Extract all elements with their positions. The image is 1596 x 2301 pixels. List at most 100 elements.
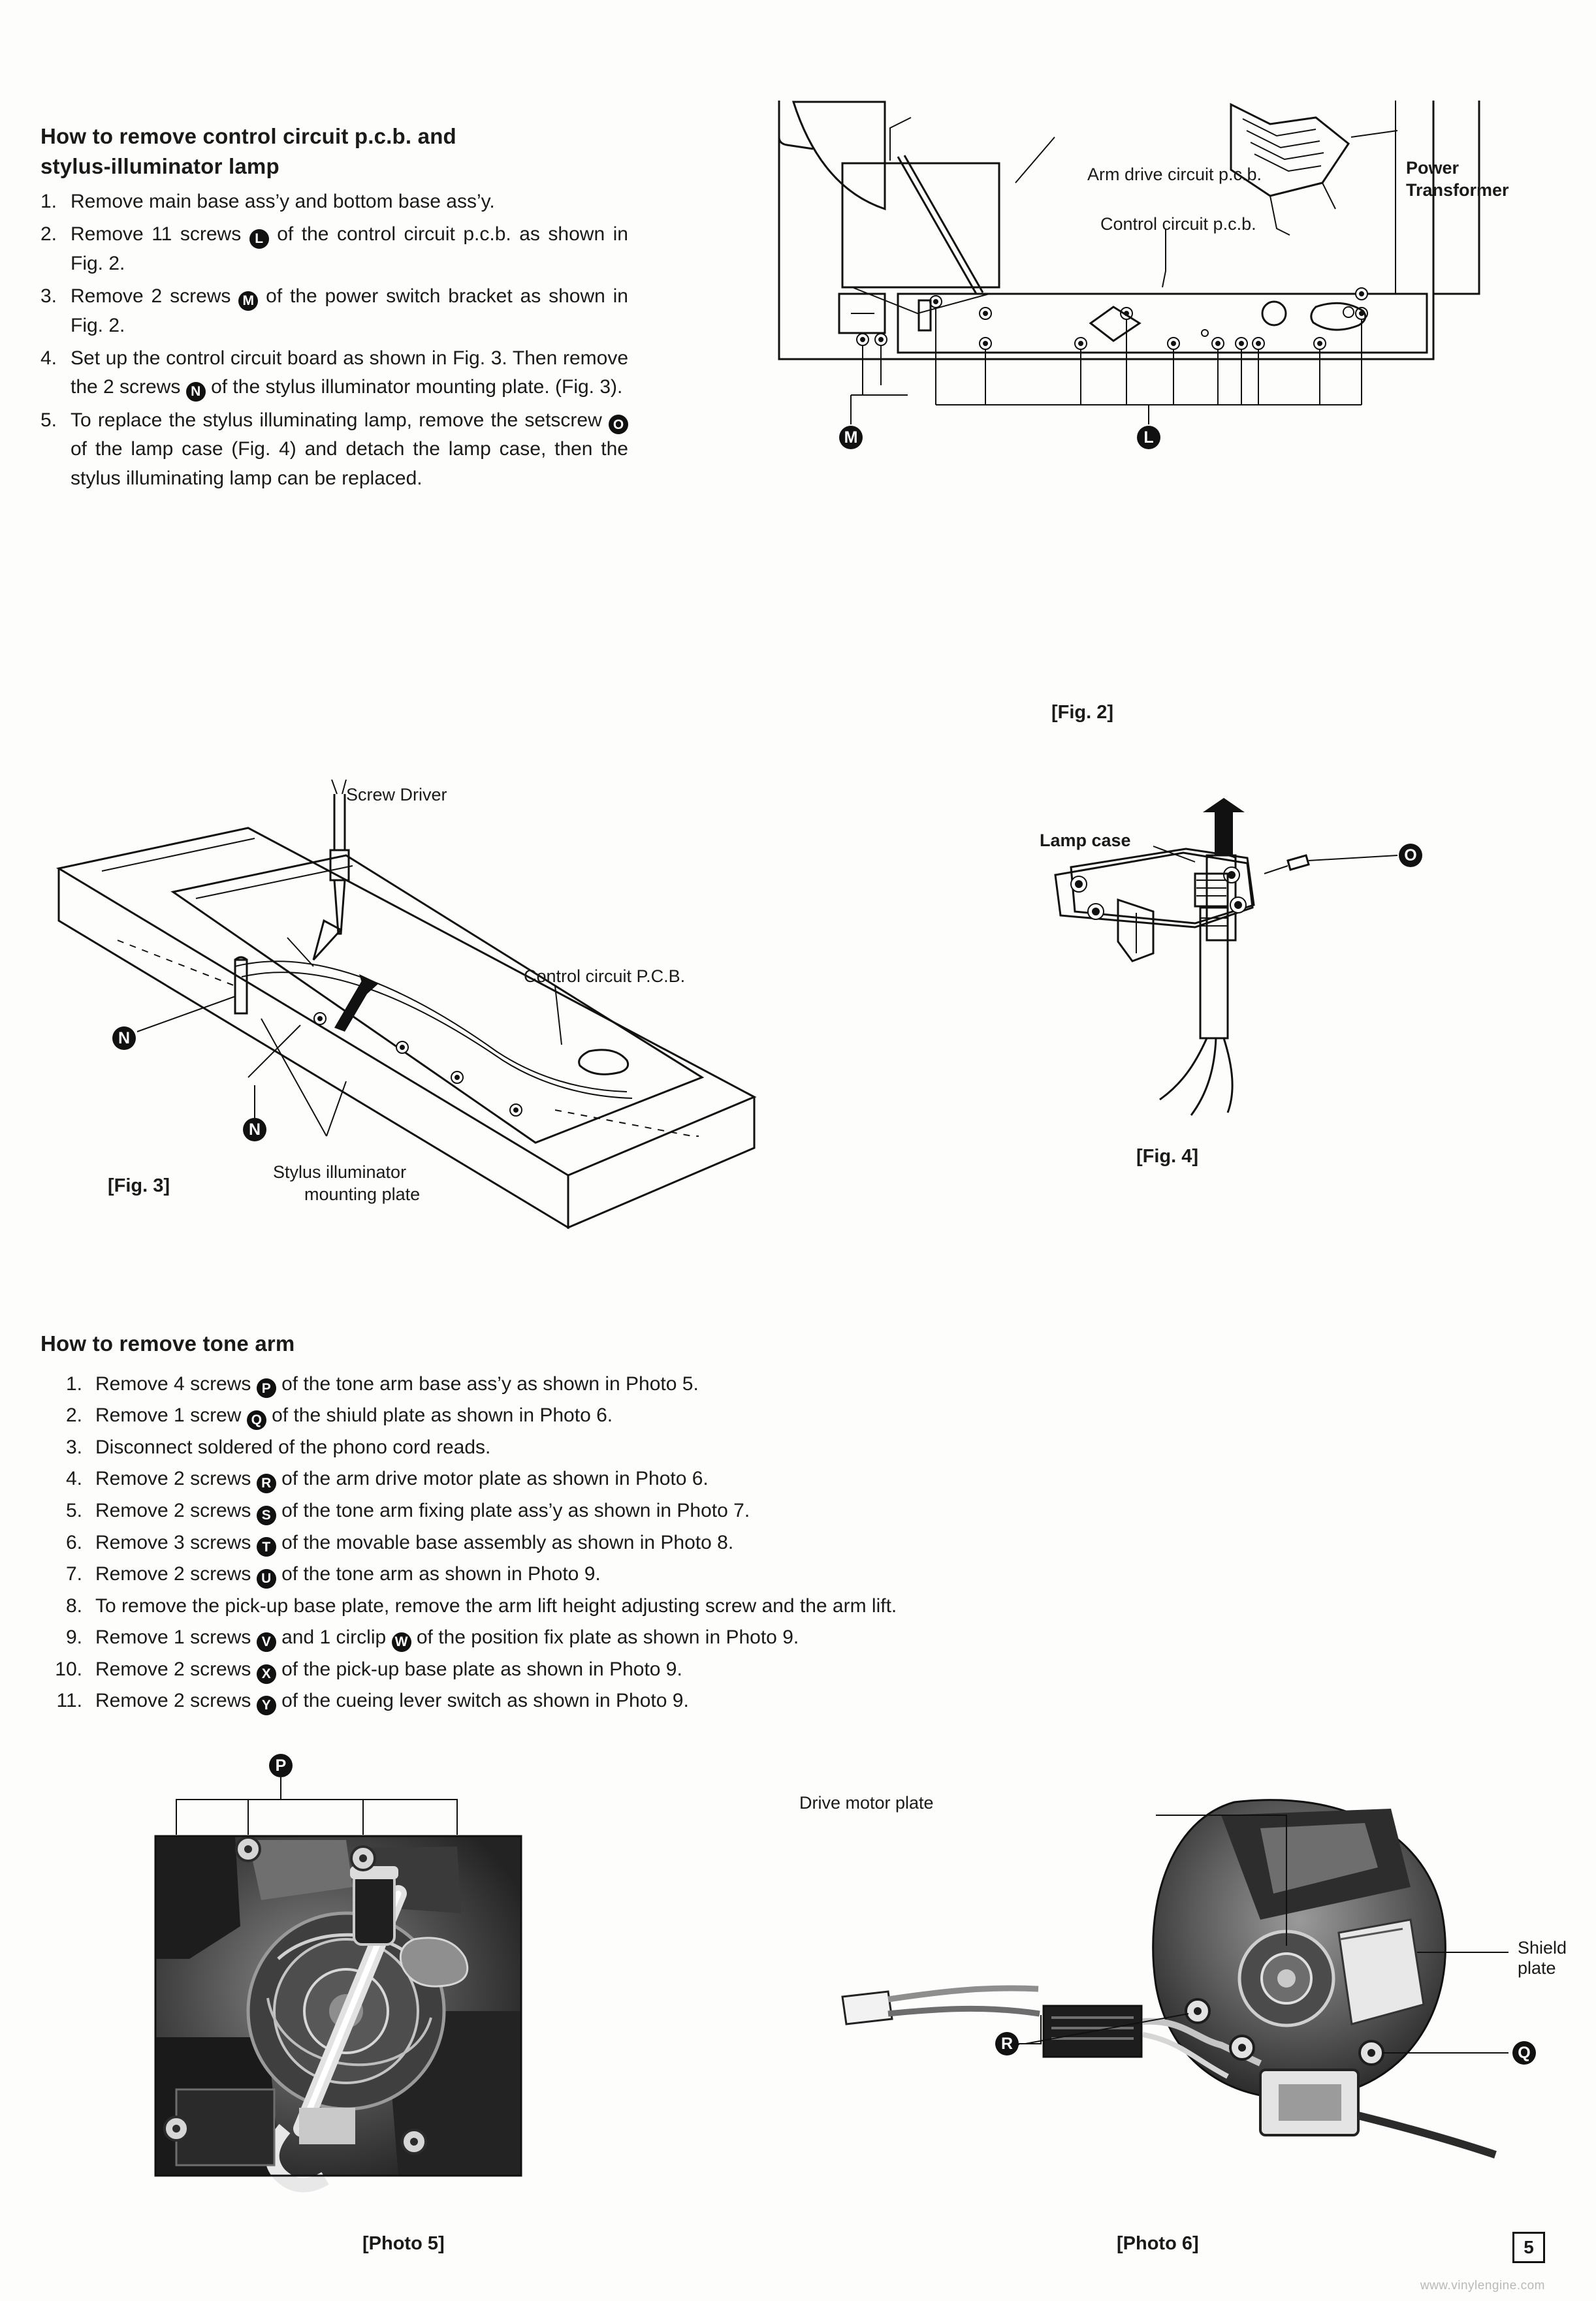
step-text: Remove 2 screws (95, 1690, 257, 1712)
section2-steps: 1. Remove 4 screws P of the tone arm bas… (40, 1369, 1281, 1717)
screw-badge-q: Q (246, 1410, 266, 1431)
section1-title: How to remove control circuit p.c.b. and… (40, 121, 628, 181)
screw-badge-n-left: N (112, 1026, 136, 1050)
step-number: 4. (65, 1468, 82, 1490)
step-text: Remove 11 screws (71, 223, 249, 246)
section-remove-tone-arm: How to remove tone arm 1. Remove 4 screw… (40, 1329, 1281, 1718)
section1-title-line1: How to remove control circuit p.c.b. and (40, 124, 456, 148)
screw-badge-l: L (1137, 426, 1160, 449)
list-item: 5. To replace the stylus illuminating la… (40, 406, 628, 493)
screw-badge-l: L (249, 229, 269, 249)
step-number: 3. (65, 1436, 82, 1458)
step-text-cont: of the tone arm as shown in Photo 9. (281, 1563, 601, 1585)
step-text: Disconnect soldered of the phono cord re… (95, 1436, 491, 1458)
step-text: Remove 1 screw (95, 1404, 247, 1427)
label-power-transformer-line2: Transformer (1406, 180, 1509, 200)
step-number: 3. (40, 285, 57, 308)
figure-2-diagram: Arm drive circuit p.c.b. Power Transform… (774, 98, 1554, 673)
step-text-cont: of the tone arm fixing plate ass’y as sh… (281, 1499, 750, 1521)
step-text: Set up the control circuit board as show… (71, 347, 628, 398)
screw-badge-n-bottom: N (243, 1118, 266, 1141)
photo-5: P (150, 1754, 666, 2220)
step-text-cont: of the tone arm base ass’y as shown in P… (281, 1373, 699, 1395)
label-drive-motor-plate: Drive motor plate (799, 1793, 934, 1813)
screw-badge-s: S (256, 1505, 276, 1525)
screw-badge-o: O (1399, 844, 1422, 867)
page-number: 5 (1512, 2232, 1545, 2263)
step-number: 10. (55, 1658, 82, 1680)
list-item: 2. Remove 11 screws L of the control cir… (40, 220, 628, 278)
step-text-cont: of the movable base assembly as shown in… (281, 1531, 734, 1553)
screw-badge-q: Q (1512, 2041, 1536, 2065)
step-text: Remove 1 screws (95, 1627, 257, 1649)
label-arm-drive-circuit-pcb: Arm drive circuit p.c.b. (1087, 165, 1262, 184)
screw-badge-o: O (609, 415, 628, 435)
step-text-cont: and 1 circlip (281, 1627, 392, 1649)
list-item: 9. Remove 1 screws V and 1 circlip W of … (40, 1623, 1281, 1653)
figure-4-diagram: Lamp case O (1032, 790, 1502, 1156)
screw-badge-p: P (269, 1754, 293, 1777)
screw-badge-u: U (256, 1569, 276, 1589)
step-text: Remove 2 screws (95, 1468, 257, 1490)
list-item: 6. Remove 3 screws T of the movable base… (40, 1528, 1281, 1558)
step-text-cont: of the arm drive motor plate as shown in… (281, 1468, 709, 1490)
section1-title-line2: stylus-illuminator lamp (40, 153, 279, 178)
step-number: 6. (65, 1531, 82, 1553)
step-text: Remove 3 screws (95, 1531, 257, 1553)
step-text: To remove the pick-up base plate, remove… (95, 1595, 897, 1617)
list-item: 1. Remove 4 screws P of the tone arm bas… (40, 1369, 1281, 1399)
label-power-transformer-line1: Power (1406, 158, 1460, 178)
step-text: Remove 2 screws (71, 285, 239, 308)
step-text-cont: of the shiuld plate as shown in Photo 6. (272, 1404, 613, 1427)
section1-steps: 1. Remove main base ass’y and bottom bas… (40, 187, 628, 493)
list-item: 4. Set up the control circuit board as s… (40, 344, 628, 402)
label-lamp-case: Lamp case (1040, 831, 1131, 850)
step-text: Remove 2 screws (95, 1658, 257, 1680)
figure-3-caption: [Fig. 3] (108, 1175, 170, 1196)
list-item: 4. Remove 2 screws R of the arm drive mo… (40, 1464, 1281, 1494)
step-number: 2. (40, 223, 57, 246)
step-number: 1. (65, 1373, 82, 1395)
screw-badge-v: V (256, 1632, 276, 1653)
step-text-cont: of the lamp case (Fig. 4) and detach the… (71, 438, 628, 489)
step-number: 11. (56, 1690, 82, 1712)
label-shield-plate: Shield plate (1518, 1938, 1567, 1978)
step-number: 2. (65, 1404, 82, 1427)
figure-4-caption: [Fig. 4] (1136, 1146, 1199, 1167)
screw-badge-t: T (256, 1537, 276, 1557)
label-stylus-illuminator-plate-line2: mounting plate (304, 1184, 421, 1204)
label-control-circuit-pcb: Control circuit P.C.B. (524, 966, 686, 986)
list-item: 3. Disconnect soldered of the phono cord… (40, 1433, 1281, 1463)
screw-badge-r: R (256, 1474, 276, 1494)
step-number: 9. (65, 1627, 82, 1649)
list-item: 10. Remove 2 screws X of the pick-up bas… (40, 1655, 1281, 1685)
list-item: 2. Remove 1 screw Q of the shiuld plate … (40, 1401, 1281, 1431)
list-item: 8. To remove the pick-up base plate, rem… (40, 1591, 1281, 1621)
step-text: To replace the stylus illuminating lamp,… (71, 409, 609, 431)
step-text-cont: of the stylus illuminator mounting plate… (205, 376, 623, 398)
step-text: Remove main base ass’y and bottom base a… (71, 191, 495, 213)
photo-5-caption: [Photo 5] (362, 2233, 445, 2254)
step-text: Remove 2 screws (95, 1563, 257, 1585)
photo-6: Drive motor plate Shield plate R Q (799, 1789, 1567, 2220)
step-number: 1. (40, 191, 57, 213)
step-text: Remove 2 screws (95, 1499, 257, 1521)
step-number: 4. (40, 347, 57, 370)
figure-3-diagram: Screw Driver Control circuit P.C.B. Styl… (39, 770, 771, 1293)
section-remove-control-pcb: How to remove control circuit p.c.b. and… (40, 121, 628, 497)
watermark: www.vinylengine.com (1420, 2279, 1545, 2293)
list-item: 5. Remove 2 screws S of the tone arm fix… (40, 1496, 1281, 1526)
list-item: 7. Remove 2 screws U of the tone arm as … (40, 1559, 1281, 1589)
list-item: 1. Remove main base ass’y and bottom bas… (40, 187, 628, 216)
screw-badge-p: P (256, 1378, 276, 1399)
list-item: 11. Remove 2 screws Y of the cueing leve… (40, 1686, 1281, 1716)
section2-title: How to remove tone arm (40, 1331, 295, 1356)
photo-6-caption: [Photo 6] (1117, 2233, 1199, 2254)
step-text-cont: of the cueing lever switch as shown in P… (281, 1690, 689, 1712)
screw-badge-r: R (995, 2032, 1019, 2055)
step-text-cont: of the power switch bracket as shown in … (71, 285, 628, 336)
step-number: 5. (65, 1499, 82, 1521)
screw-badge-m: M (839, 426, 863, 449)
label-screw-driver: Screw Driver (346, 785, 447, 804)
